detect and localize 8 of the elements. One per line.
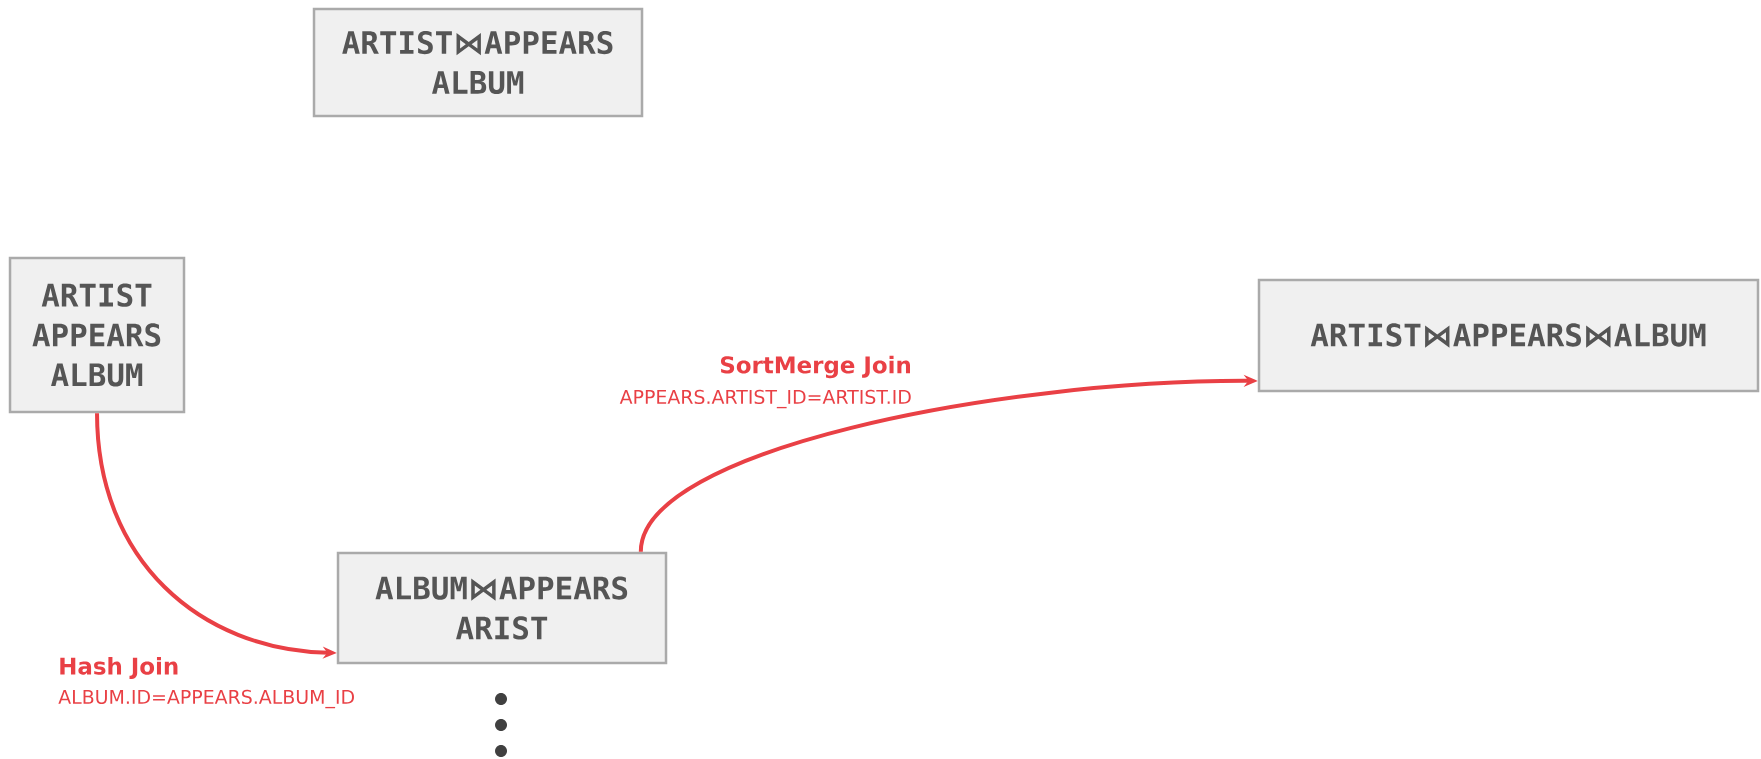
table-box: ARTIST⋈APPEARS ALBUM (312, 7, 644, 118)
table-box: ARTIST⋈APPEARS⋈ALBUM (1257, 278, 1760, 393)
table-box: ALBUM⋈APPEARS ARIST (336, 551, 668, 665)
join-condition: APPEARS.ARTIST_ID=ARTIST.ID (619, 389, 911, 409)
edge-label: SortMerge Join (720, 355, 910, 379)
join-condition: ALBUM.ID=APPEARS.ALBUM_ID (58, 689, 354, 709)
edge-label: Hash Join (60, 657, 178, 679)
table-box: ARTIST APPEARS ALBUM (8, 256, 186, 414)
